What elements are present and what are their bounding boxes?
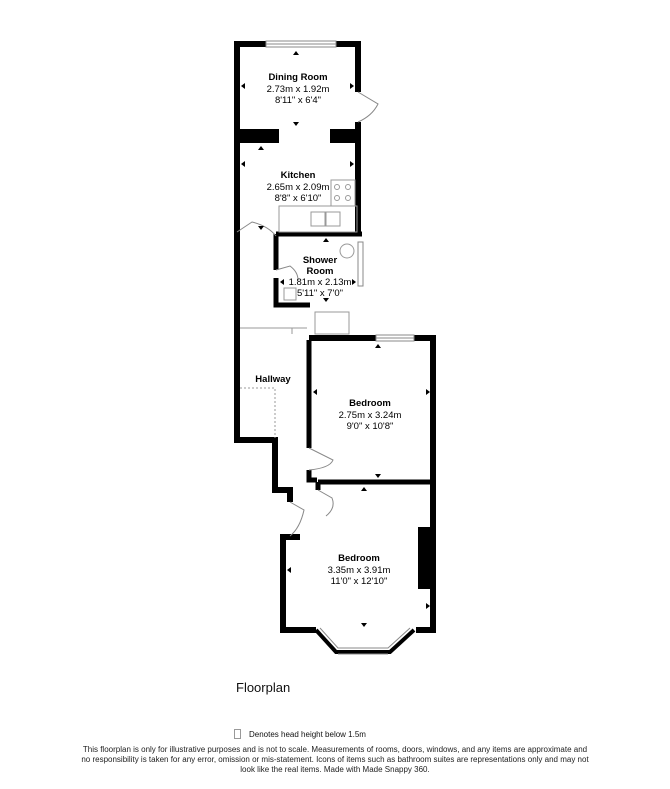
measurement-arrows (241, 51, 430, 627)
head-height-legend-icon (234, 729, 241, 739)
bedroom-2-imperial: 11'0" x 12'10" (331, 576, 388, 587)
doors (236, 91, 379, 537)
hallway-name: Hallway (255, 374, 291, 385)
shower-room-imperial: 5'11" x 7'0" (297, 288, 343, 299)
hallway-lines (240, 327, 307, 438)
windows (265, 40, 415, 342)
shower-room-metric: 1.81m x 2.13m (289, 277, 352, 288)
floorplan-drawing: Dining Room 2.73m x 1.92m 8'11" x 6'4" K… (234, 40, 436, 655)
dining-room-metric: 2.73m x 1.92m (267, 84, 330, 95)
bedroom-2-name: Bedroom (338, 553, 380, 564)
floorplan-title: Floorplan (236, 680, 291, 695)
legend-text: Denotes head height below 1.5m (249, 729, 366, 739)
legend: Denotes head height below 1.5m (234, 729, 366, 739)
dining-room-name: Dining Room (268, 72, 327, 83)
kitchen-imperial: 8'8" x 6'10" (275, 193, 322, 204)
dining-room-imperial: 8'11" x 6'4" (275, 95, 321, 106)
bedroom-1-imperial: 9'0" x 10'8" (347, 421, 394, 432)
shower-fixtures (283, 243, 355, 335)
dining-kitchen-wall (237, 129, 361, 143)
bedroom-1-name: Bedroom (349, 398, 391, 409)
bedroom-2-metric: 3.35m x 3.91m (328, 565, 391, 576)
kitchen-metric: 2.65m x 2.09m (267, 182, 330, 193)
bay-window (314, 628, 416, 654)
kitchen-name: Kitchen (281, 170, 316, 181)
room-labels: Dining Room 2.73m x 1.92m 8'11" x 6'4" K… (255, 72, 401, 587)
shower-room-name-2: Room (307, 266, 334, 277)
kitchen-fixtures (278, 179, 358, 233)
bedroom-1-metric: 2.75m x 3.24m (339, 410, 402, 421)
chimney-breast (418, 527, 430, 589)
interior-walls (273, 231, 433, 490)
shower-room-name: Shower (303, 255, 338, 266)
disclaimer: This floorplan is only for illustrative … (81, 745, 589, 774)
